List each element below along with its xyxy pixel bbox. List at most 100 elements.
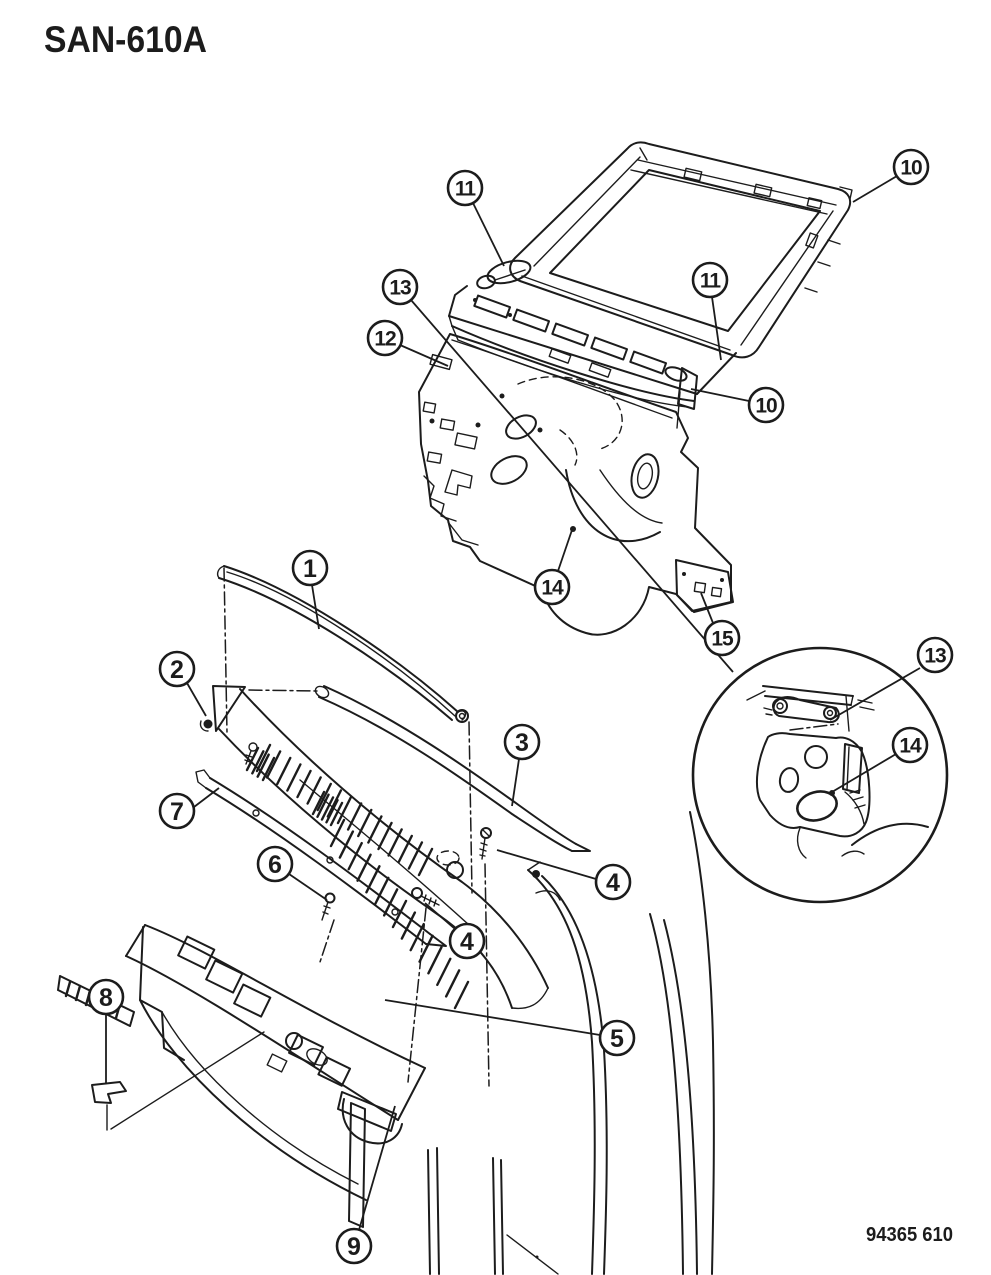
callout-number: 8 [99,984,113,1012]
callout-leader-line [700,592,714,624]
diagram-line [391,899,408,929]
callout-11-apron-clip[interactable]: 11 [446,169,505,267]
diagram-line [205,959,244,994]
callout-2-molding-end-cap[interactable]: 2 [158,650,207,717]
diagram-line [506,1234,559,1275]
callout-13-dash-clip[interactable]: 13 [381,268,734,673]
diagram-line [276,756,292,786]
diagram-artwork [57,141,949,1275]
lower-molding-art [195,769,447,947]
callout-circle[interactable] [891,726,929,764]
diagram-line [223,567,228,734]
callout-circle[interactable] [291,549,329,587]
callout-circle[interactable] [747,386,785,424]
diagram-line [144,924,426,1069]
callout-4-screw-upper[interactable]: 4 [496,849,632,901]
callout-circle[interactable] [916,636,954,674]
callout-12-dash-panel[interactable]: 12 [366,319,449,367]
callout-circle[interactable] [594,863,632,901]
callout-1-windshield-molding[interactable]: 1 [291,549,329,630]
diagram-line [316,793,330,818]
callout-15-pillar-bracket[interactable]: 15 [700,592,741,657]
diagram-line [468,721,473,894]
diagram-line [317,1056,352,1087]
diagram-line [753,183,773,198]
diagram-line [407,907,427,1083]
callout-leader-line [690,388,750,402]
callout-circle[interactable] [703,619,741,657]
diagram-line [448,315,698,395]
callout-5-cowl-grille[interactable]: 5 [384,999,636,1057]
callout-6-grille-screw[interactable]: 6 [256,845,328,901]
diagram-line [664,366,688,382]
callout-circle[interactable] [256,845,294,883]
diagram-line [233,983,272,1018]
diagram-line [571,843,591,852]
side-molding-art [314,685,591,852]
diagram-line [239,688,549,989]
diagram-line [248,689,319,692]
callout-circle[interactable] [335,1227,373,1265]
callout-circle[interactable] [158,792,196,830]
callout-number: 13 [389,277,411,300]
detail-inset-art [691,646,949,904]
callout-circle[interactable] [448,922,486,960]
callout-circle[interactable] [503,723,541,761]
diagram-line [286,763,302,792]
callout-circle[interactable] [892,148,930,186]
callout-circle[interactable] [691,261,729,299]
callout-circle[interactable] [381,268,419,306]
diagram-line [218,577,453,721]
callout-circle[interactable] [87,978,125,1016]
diagram-line [318,696,573,852]
diagram-line [490,455,528,485]
diagram-line [588,362,612,378]
diagram-line [252,809,260,817]
end-cap-art [212,685,246,732]
diagram-line [245,746,260,772]
diagram-line [541,875,608,1275]
callout-circle[interactable] [158,650,196,688]
diagram-line [473,298,477,302]
callout-circle[interactable] [533,568,571,606]
callout-10-cowl-flange[interactable]: 10 [690,386,785,424]
callout-number: 3 [515,729,529,757]
diagram-line [357,808,373,838]
diagram-line [391,908,399,916]
callout-leader-line [511,758,520,807]
diagram-line [512,308,551,333]
body-side-art [427,811,715,1275]
diagram-line [199,720,209,732]
callout-11-cowl-corner[interactable]: 11 [691,261,729,361]
diagram-line [453,980,470,1010]
nut-item4 [532,870,540,878]
callout-9-corner-molding[interactable]: 9 [335,1105,396,1265]
diagram-line [762,685,854,706]
diagram-line [844,791,865,825]
callout-circle[interactable] [366,319,404,357]
callout-10-frame-corner[interactable]: 10 [852,148,930,203]
callout-leader-line [311,584,320,630]
diagram-line [417,847,434,877]
diagram-line [492,1157,504,1275]
diagram-line [447,521,479,546]
callout-13-detail-inset[interactable]: 13 [829,636,954,721]
callout-3-cowl-side-molding[interactable]: 3 [503,723,541,807]
diagram-line [842,743,863,794]
diagram-line [337,1091,397,1132]
diagram-line [454,432,478,450]
callout-14-detail-inset[interactable]: 14 [829,726,929,796]
callout-8-clip[interactable]: 8 [87,978,125,1083]
diagram-line [444,469,473,496]
callout-4-screw-lower[interactable]: 4 [424,902,486,960]
callout-circle[interactable] [598,1019,636,1057]
diagram-line [409,922,425,952]
callout-7-lower-molding[interactable]: 7 [158,787,220,830]
callout-14-dash-grommet[interactable]: 14 [533,526,576,606]
diagram-line [772,698,788,714]
diagram-line [346,802,363,831]
diagram-line [161,1011,359,1185]
diagram-line [637,159,837,206]
diagram-line [311,790,326,816]
callout-circle[interactable] [446,169,484,207]
